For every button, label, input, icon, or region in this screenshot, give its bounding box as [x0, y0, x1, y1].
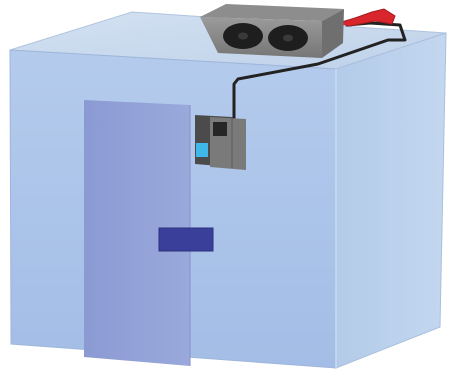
refrigeration-unit: [200, 4, 344, 58]
door-handle: [159, 228, 213, 251]
controller-panel: [213, 122, 227, 136]
room-right-face: [336, 33, 446, 368]
controller-screen: [196, 143, 208, 157]
fan-hub: [238, 33, 248, 40]
controller-box: [195, 115, 246, 170]
fan-hub: [283, 35, 293, 42]
